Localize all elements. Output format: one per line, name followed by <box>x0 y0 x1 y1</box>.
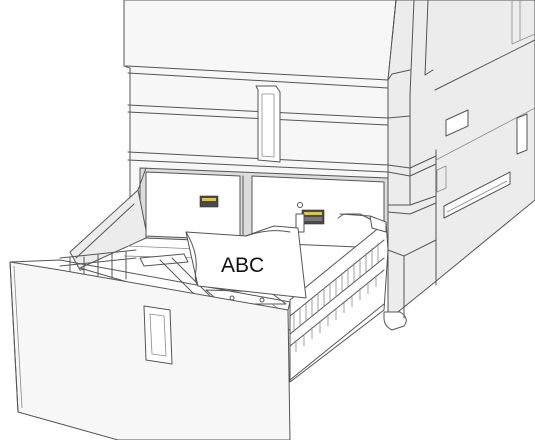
paper-size-label-icon <box>199 195 325 225</box>
paper-tray-icon <box>9 167 437 440</box>
paper-label: ABC <box>221 254 264 277</box>
paper-sheet: ABC <box>185 225 307 299</box>
tray-cavity <box>139 167 389 251</box>
